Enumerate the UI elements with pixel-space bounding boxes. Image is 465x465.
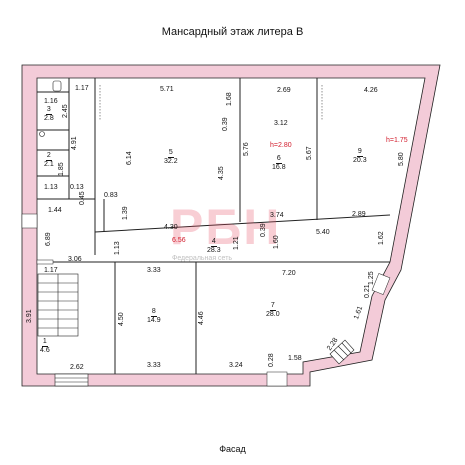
dim: 5.80 bbox=[398, 152, 405, 166]
dim: 0.39 bbox=[260, 223, 267, 237]
dim: 1.58 bbox=[288, 355, 302, 362]
dim: 2.62 bbox=[70, 364, 84, 371]
sink-icon bbox=[39, 131, 45, 137]
dim: 4.91 bbox=[71, 136, 78, 150]
dim: 3.33 bbox=[147, 267, 161, 274]
watermark-logo: РБН bbox=[170, 199, 282, 255]
dim: 2.45 bbox=[62, 104, 69, 118]
dim: 2.69 bbox=[277, 87, 291, 94]
dim: 7.20 bbox=[282, 270, 296, 277]
toilet-icon bbox=[52, 80, 62, 92]
dim: 0.83 bbox=[104, 192, 118, 199]
dim: 1.13 bbox=[44, 184, 58, 191]
stair bbox=[37, 273, 355, 387]
dim: 4.30 bbox=[164, 224, 178, 231]
dim: 1.13 bbox=[114, 241, 121, 255]
dim: 5.40 bbox=[316, 229, 330, 236]
dim: 1.39 bbox=[122, 206, 129, 220]
dim: 1.68 bbox=[226, 92, 233, 106]
dim: 1.21 bbox=[233, 236, 240, 250]
height-mark: h=1.75 bbox=[386, 137, 408, 144]
dim: 1.16 bbox=[44, 98, 58, 105]
plan-title: Мансардный этаж литера В bbox=[161, 26, 304, 38]
dim: 1.85 bbox=[58, 162, 65, 176]
dim: 1.17 bbox=[75, 85, 89, 92]
dim: 1.25 bbox=[368, 271, 375, 285]
dim: 0.39 bbox=[222, 117, 229, 131]
dim: 5.67 bbox=[306, 146, 313, 160]
interior-area bbox=[36, 77, 426, 375]
dim: 1.44 bbox=[48, 207, 62, 214]
dim: 6.89 bbox=[45, 232, 52, 246]
dim: 1.62 bbox=[378, 231, 385, 245]
windows bbox=[21, 213, 391, 387]
dim: 5.76 bbox=[243, 142, 250, 156]
dim: 3.12 bbox=[274, 120, 288, 127]
watermark-subtitle: Федеральная сеть bbox=[172, 255, 233, 262]
dim: 6.56 bbox=[172, 237, 186, 244]
dim: 1.60 bbox=[273, 235, 280, 249]
dim: 0.45 bbox=[79, 191, 86, 205]
dim: 4.46 bbox=[198, 311, 205, 325]
dim: 3.24 bbox=[229, 362, 243, 369]
dim: 6.14 bbox=[126, 151, 133, 165]
dim: 4.35 bbox=[218, 166, 225, 180]
partitions bbox=[37, 78, 391, 374]
dim: 1.17 bbox=[44, 267, 58, 274]
dim: 4.50 bbox=[118, 312, 125, 326]
facade-label: Фасад bbox=[219, 444, 246, 454]
dim: 0.21 bbox=[364, 284, 371, 298]
dim: 3.74 bbox=[270, 212, 284, 219]
dim: 2.89 bbox=[352, 211, 366, 218]
dim: 0.28 bbox=[268, 353, 275, 367]
dim: 3.33 bbox=[147, 362, 161, 369]
dim: 0.13 bbox=[70, 184, 84, 191]
dim: 5.71 bbox=[160, 86, 174, 93]
height-mark: h=2.80 bbox=[270, 142, 292, 149]
dim: 4.26 bbox=[364, 87, 378, 94]
dim: 3.91 bbox=[26, 309, 33, 323]
dim: 3.06 bbox=[68, 256, 82, 263]
